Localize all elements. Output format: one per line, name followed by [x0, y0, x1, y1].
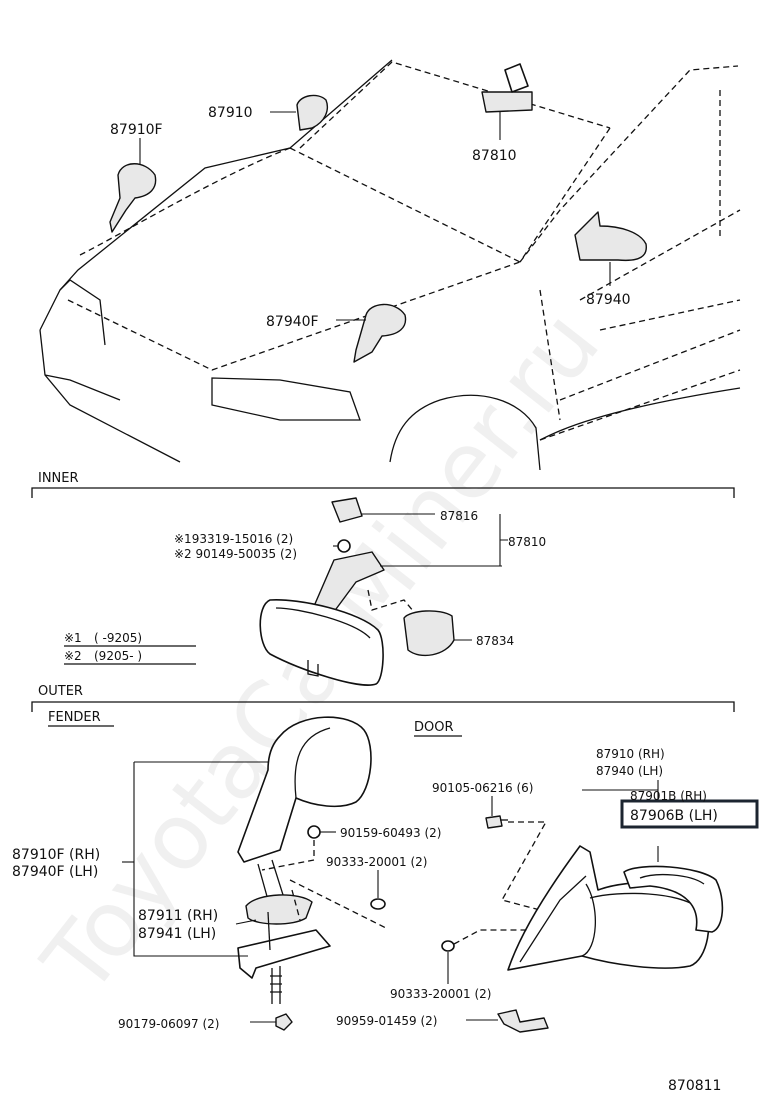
note-1-mark: ※1: [64, 631, 82, 645]
label-87940-lh: 87940 (LH): [596, 764, 663, 778]
screw-s-icon: [307, 825, 321, 839]
label-87911-rh: 87911 (RH): [138, 908, 218, 924]
label-bolt-2: ※2 90149-50035 (2): [174, 547, 297, 561]
clip-icon: [370, 898, 386, 910]
nut-icon: [275, 1013, 293, 1031]
outer-frame: [31, 701, 735, 712]
label-87940: 87940: [586, 292, 631, 308]
car-overview: [39, 59, 741, 471]
label-87816: 87816: [440, 509, 478, 523]
label-87910f: 87910F: [110, 122, 163, 138]
diagram-id: 870811: [668, 1078, 721, 1094]
label-90333-fender: 90333-20001 (2): [326, 855, 428, 869]
label-87910: 87910: [208, 105, 253, 121]
mirror-87940-shape: [574, 211, 647, 262]
label-87901b-rh: 87901B (RH): [630, 789, 707, 803]
note-2-mark: ※2: [64, 649, 82, 663]
rearview-mirror-87810-shape: [481, 91, 533, 113]
fender-mirror-head: [237, 716, 372, 863]
label-87941-lh: 87941 (LH): [138, 926, 216, 942]
label-87910f-rh: 87910F (RH): [12, 847, 100, 863]
label-90105: 90105-06216 (6): [432, 781, 534, 795]
screw-icon: [337, 539, 351, 553]
section-fender: FENDER: [48, 710, 101, 725]
label-bolt-1: ※193319-15016 (2): [174, 532, 293, 546]
note-1-range: ( -9205): [94, 631, 142, 645]
section-inner: INNER: [38, 471, 79, 486]
fender-stud: [270, 966, 282, 1004]
door-bracket-icon: [497, 1009, 549, 1033]
label-87834: 87834: [476, 634, 514, 648]
note-2-range: (9205- ): [94, 649, 142, 663]
label-87940f-lh: 87940F (LH): [12, 864, 98, 880]
label-87906b-lh: 87906B (LH): [630, 808, 718, 824]
section-outer: OUTER: [38, 684, 83, 699]
door-mirror-glass: [623, 865, 724, 933]
label-90959: 90959-01459 (2): [336, 1014, 438, 1028]
label-90333-door: 90333-20001 (2): [390, 987, 492, 1001]
fender-mirror-mount: [237, 929, 331, 979]
mirror-87910-shape: [296, 94, 329, 131]
label-87810-inner: 87810: [508, 535, 546, 549]
inner-frame: [31, 487, 735, 498]
label-87910-rh: 87910 (RH): [596, 747, 665, 761]
label-90159: 90159-60493 (2): [340, 826, 442, 840]
bracket-87816-shape: [331, 497, 363, 523]
door-mirror-housing: [507, 845, 710, 971]
mirror-87910f-shape: [109, 163, 157, 233]
label-90179: 90179-06097 (2): [118, 1017, 220, 1031]
label-87810: 87810: [472, 148, 517, 164]
door-screw-icon: [485, 815, 503, 829]
label-87940f: 87940F: [266, 314, 319, 330]
highlight-87906b-box: [620, 799, 759, 829]
rearview-mirror-body: [259, 599, 384, 686]
mirror-87940f-shape: [353, 303, 407, 363]
section-door: DOOR: [414, 720, 454, 735]
door-clip-icon: [441, 940, 455, 952]
cover-87834-shape: [403, 610, 455, 657]
